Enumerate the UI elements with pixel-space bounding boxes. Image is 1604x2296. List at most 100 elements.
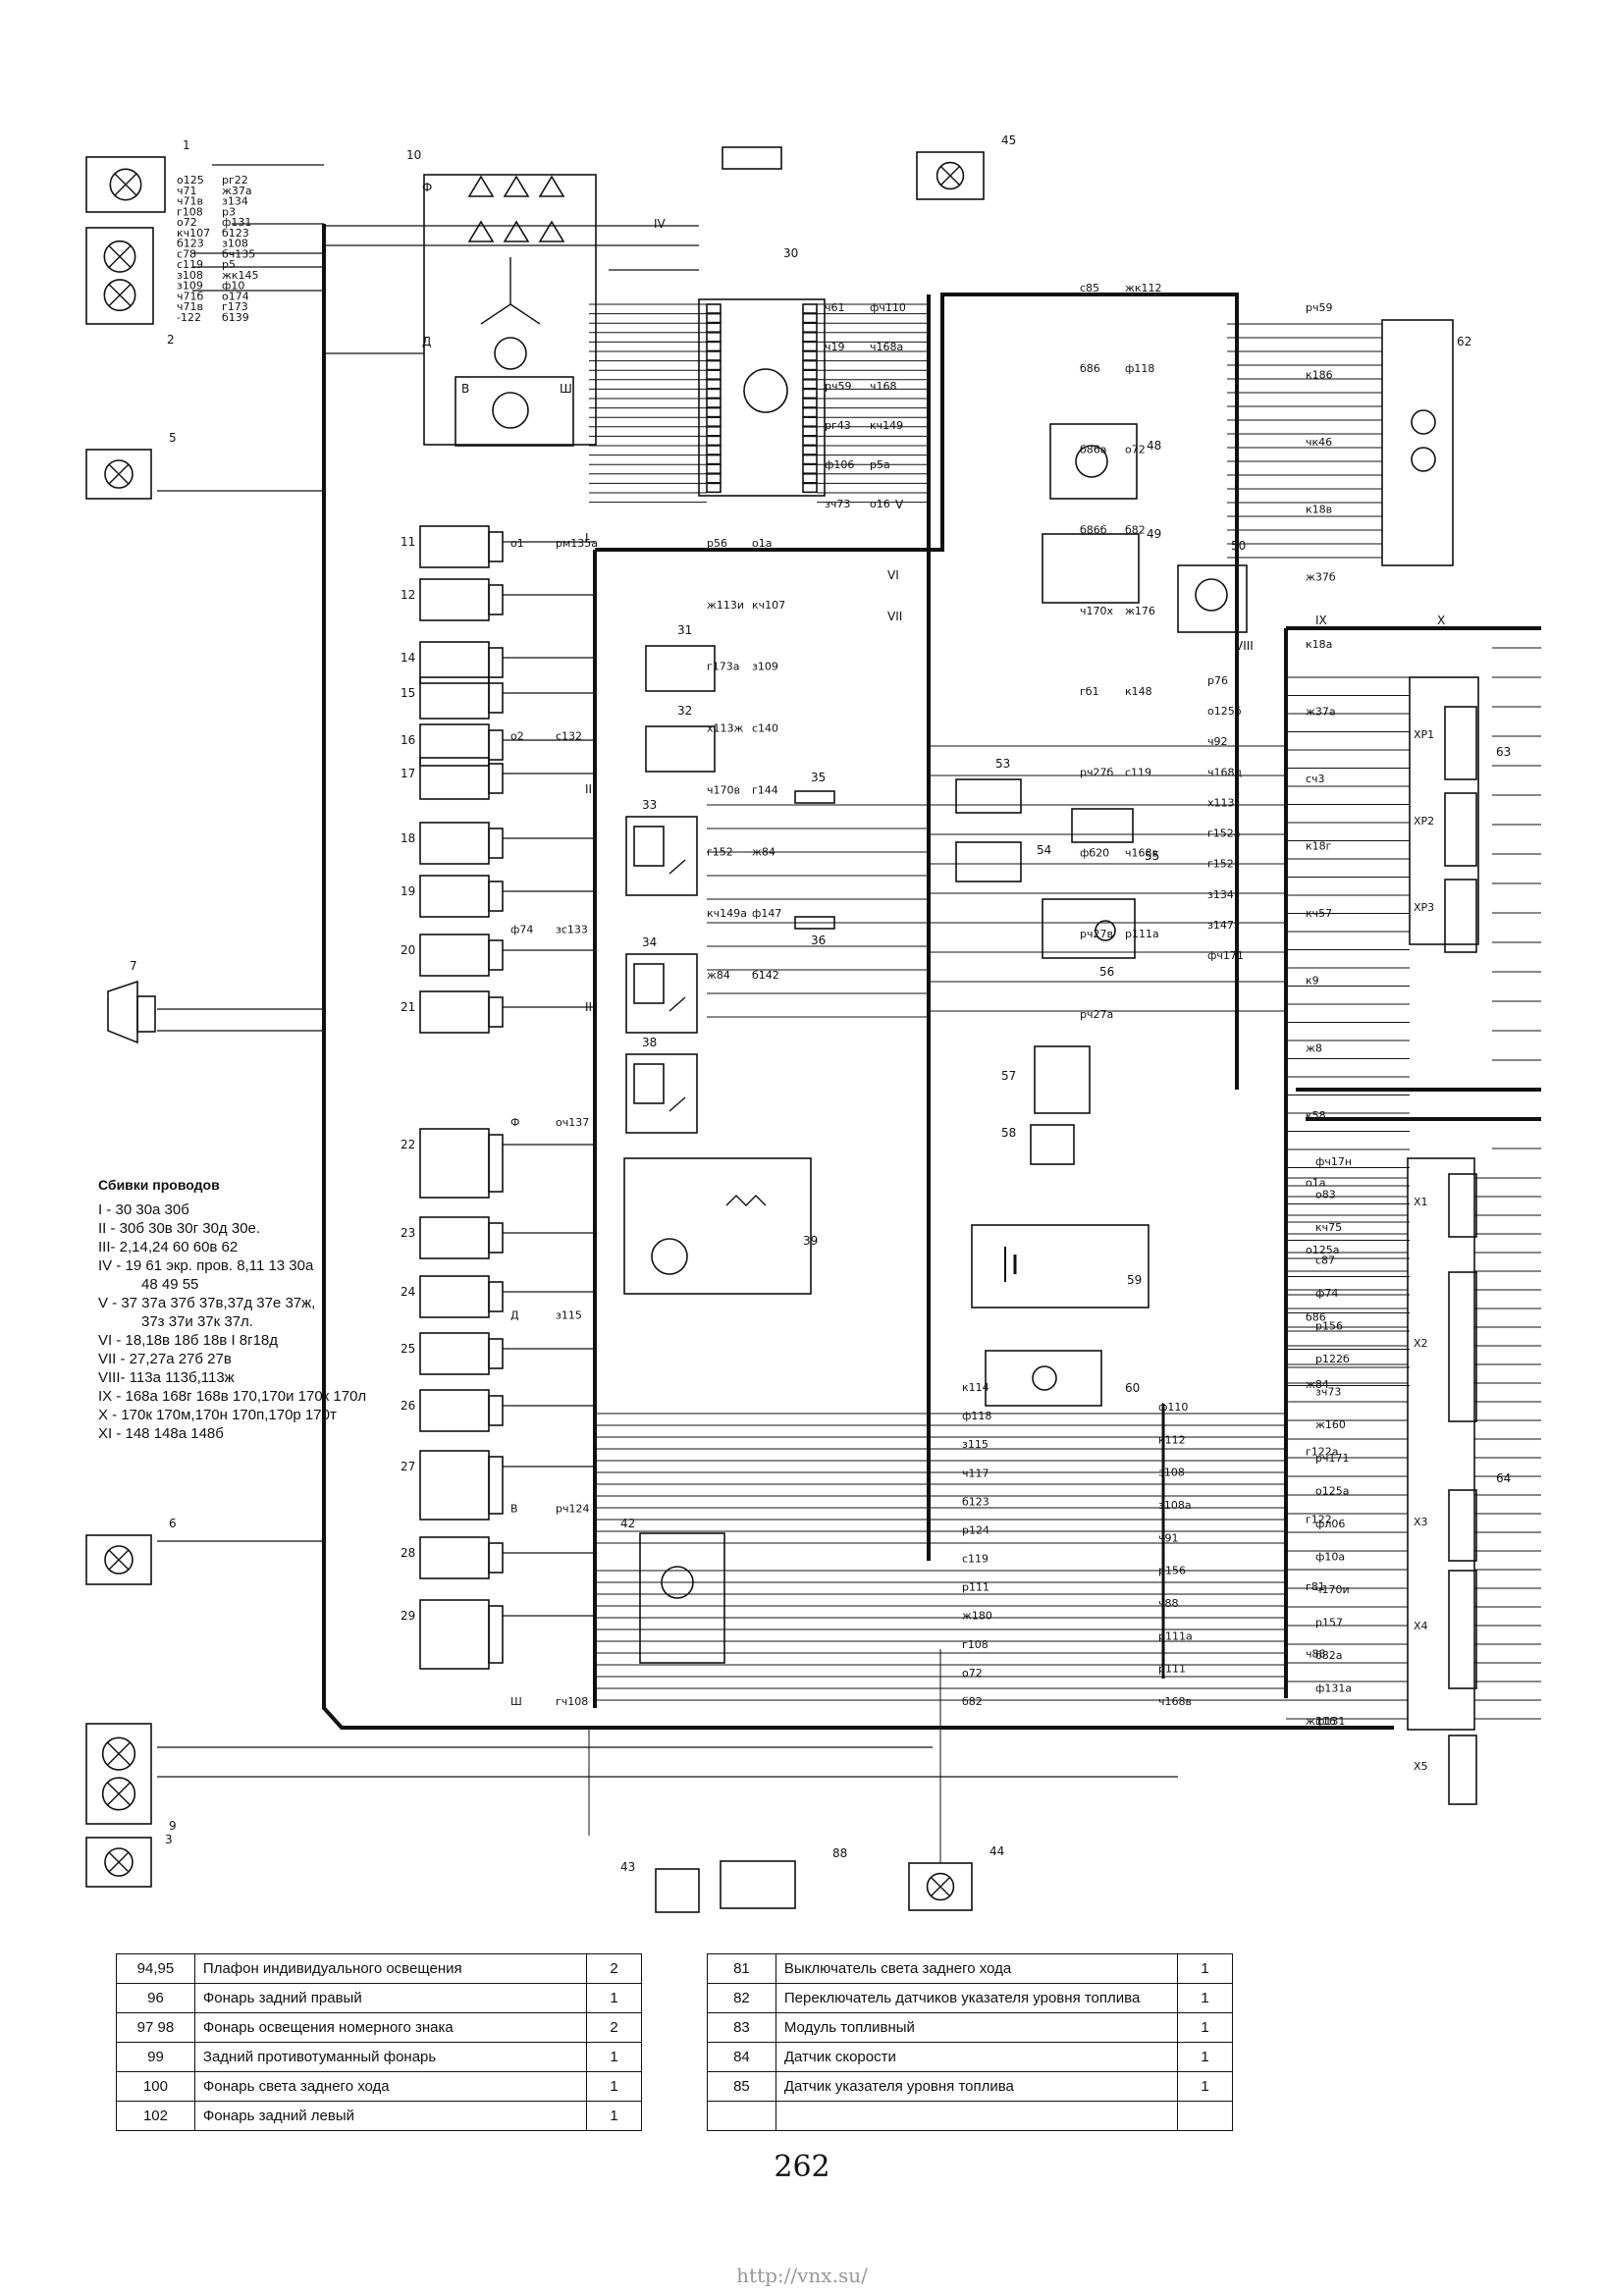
- wire-label: р122б: [1315, 1353, 1350, 1365]
- ecu-icon: [743, 368, 788, 413]
- lamp-icon: [104, 1545, 134, 1575]
- component-number: 63: [1496, 745, 1511, 759]
- table-cell-qty: 1: [1177, 2042, 1233, 2072]
- wire-label: б86а: [1080, 443, 1107, 455]
- pin: [802, 322, 818, 334]
- wire-label: ч88: [1306, 1647, 1326, 1660]
- table-cell-qty: 1: [1177, 1953, 1233, 1984]
- relay-box: [625, 953, 698, 1034]
- table-cell-qty: 1: [586, 2101, 642, 2131]
- connector-name: XP3: [1414, 901, 1434, 914]
- wire-label: к18г: [1306, 840, 1332, 853]
- wire: [108, 1549, 130, 1571]
- lamp-housing: [85, 1534, 152, 1585]
- component-number: 60: [1125, 1381, 1140, 1395]
- lamp-housing: [85, 449, 152, 500]
- stator-winding: [480, 257, 541, 325]
- pin: [802, 398, 818, 408]
- pin: [802, 445, 818, 455]
- switch-58: [1030, 1124, 1075, 1165]
- pin: [802, 378, 818, 390]
- component-number: 15: [401, 686, 415, 700]
- wire-label: кч149: [870, 419, 903, 432]
- horn-body: [136, 995, 156, 1033]
- bundle-marker: X: [1437, 614, 1445, 627]
- wire-label: фл06: [1315, 1518, 1345, 1530]
- regulator-box: [454, 376, 574, 447]
- wire-label: бч135: [222, 247, 255, 260]
- harness-trunk: [322, 224, 1394, 1730]
- wire-label: р111а: [1125, 928, 1159, 940]
- wire-label: г152: [1207, 858, 1234, 871]
- component-number: 36: [811, 934, 826, 947]
- lamp-icon: [104, 459, 134, 489]
- component-number: 28: [401, 1546, 415, 1560]
- lamp-icon: [104, 1847, 134, 1877]
- wire-label: г108: [962, 1638, 989, 1651]
- wire-label: рч171: [1315, 1452, 1349, 1465]
- component-number: 5: [169, 431, 177, 445]
- pin: [706, 463, 722, 475]
- table-cell-num: 97 98: [116, 2012, 195, 2043]
- wire-label: ж113и: [707, 599, 744, 612]
- starter-motor-icon: [651, 1238, 688, 1275]
- table-cell-name: Фонарь освещения номерного знака: [193, 2012, 588, 2043]
- table-cell-num: 83: [707, 2012, 776, 2043]
- wire: [668, 859, 686, 875]
- lamp-housing: [85, 156, 166, 213]
- wire-label: з134: [222, 195, 248, 208]
- lamp-housing: [916, 151, 985, 200]
- motor-48: [1049, 423, 1138, 500]
- pin: [802, 482, 818, 494]
- connector-box: [1448, 1735, 1477, 1805]
- wire: [940, 166, 960, 186]
- wire-label: ф147: [752, 907, 781, 920]
- starter-housing: [623, 1157, 812, 1295]
- pin: [706, 416, 722, 428]
- motor-50: [1177, 564, 1248, 633]
- pin: [706, 303, 722, 314]
- pin: [802, 303, 818, 314]
- pin: [706, 454, 722, 465]
- component-number: 31: [677, 623, 692, 637]
- diode-icon: [538, 220, 565, 242]
- wire-label: г81: [1306, 1580, 1325, 1593]
- wire-label: з147: [1207, 919, 1234, 932]
- plug-housing: [419, 525, 490, 568]
- wire-label: жк112: [1125, 282, 1162, 294]
- wire-label: ж37а: [222, 185, 252, 197]
- wire-label: о125а: [1306, 1244, 1339, 1256]
- wire-label: ф106: [825, 458, 854, 471]
- connector-box: [1448, 1570, 1477, 1689]
- wire-label: ч168а: [870, 341, 903, 353]
- wire-label: с78: [177, 247, 196, 260]
- lamp-icon: [109, 168, 142, 201]
- pin: [706, 331, 722, 343]
- wire-label: р76: [1207, 674, 1228, 687]
- component-number: 33: [642, 798, 657, 812]
- table-cell-num: 94,95: [116, 1953, 195, 1984]
- component-number: 43: [620, 1860, 635, 1874]
- plug-contacts: [488, 1542, 504, 1574]
- wire-label: о125: [177, 174, 204, 187]
- legend-item: II - 30б 30в 30г 30д 30е.: [98, 1220, 261, 1237]
- harness-bundles: [322, 224, 1541, 1730]
- wire-label: гч108: [556, 1695, 588, 1708]
- sensor-55: [1071, 808, 1134, 843]
- plug-contacts: [488, 584, 504, 615]
- wire-label: ж176: [1125, 605, 1155, 617]
- plug-contacts: [488, 1222, 504, 1254]
- wire-label: ч117: [962, 1467, 989, 1479]
- pin: [802, 350, 818, 361]
- wire-label: Ш: [510, 1695, 522, 1708]
- component-number: 10: [406, 148, 421, 162]
- wire-label: ч71в: [177, 195, 203, 208]
- wire-label: ф10: [222, 280, 244, 293]
- plug-housing: [419, 578, 490, 621]
- diode-icon: [467, 175, 495, 197]
- table-cell-name: Переключатель датчиков указателя уровня …: [775, 1983, 1179, 2013]
- wire-label: б123: [222, 227, 249, 240]
- wire-label: р111а: [1158, 1629, 1193, 1642]
